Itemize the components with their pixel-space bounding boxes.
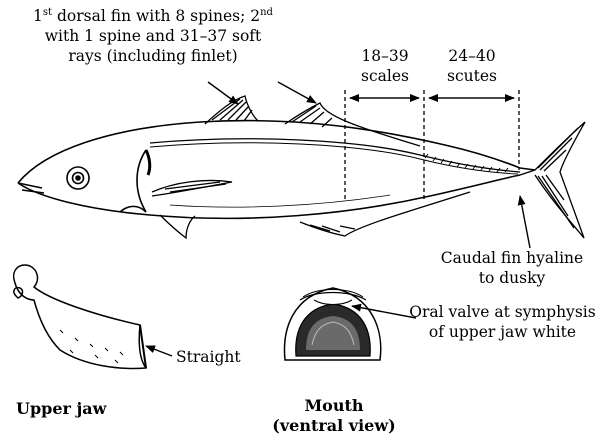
second-dorsal-arrow	[278, 82, 316, 103]
second-dorsal-fin	[285, 103, 420, 146]
caudal-fin-arrow	[520, 196, 530, 248]
dorsal-fin-annotation: 1st dorsal fin with 8 spines; 2nd with 1…	[8, 6, 298, 66]
oral-valve-annotation: Oral valve at symphysis of upper jaw whi…	[406, 302, 599, 342]
pelvic-fin	[160, 215, 195, 238]
mouth-caption: Mouth (ventral view)	[248, 396, 420, 436]
dorsal-annotation-line-1: 1st dorsal fin with 8 spines; 2nd	[8, 6, 298, 26]
scute-count-label: 24–40 scutes	[434, 46, 510, 86]
caudal-fin-annotation: Caudal fin hyaline to dusky	[428, 248, 596, 288]
scale-count-value: 18–39	[350, 46, 420, 66]
caudal-annotation-line-1: Caudal fin hyaline	[428, 248, 596, 268]
upper-jaw-illustration	[14, 265, 146, 369]
mouth-ventral-illustration	[285, 288, 381, 360]
scale-count-text: scales	[350, 66, 420, 86]
caudal-fin	[535, 122, 585, 238]
mouth-caption-line-1: Mouth	[248, 396, 420, 416]
upper-jaw-shape-label: Straight	[176, 347, 241, 367]
caudal-annotation-line-2: to dusky	[428, 268, 596, 288]
upper-jaw-caption: Upper jaw	[16, 399, 106, 419]
dorsal-annotation-line-3: rays (including finlet)	[8, 46, 298, 66]
first-dorsal-arrow	[208, 82, 238, 104]
straight-arrow	[146, 346, 172, 356]
dorsal-annotation-line-2: with 1 spine and 31–37 soft	[8, 26, 298, 46]
scute-count-text: scutes	[434, 66, 510, 86]
oral-valve-line-1: Oral valve at symphysis	[406, 302, 599, 322]
scute-count-value: 24–40	[434, 46, 510, 66]
mouth-caption-line-2: (ventral view)	[248, 416, 420, 436]
pectoral-fin	[152, 180, 232, 196]
anal-fin	[300, 192, 470, 236]
scale-count-bracket	[345, 90, 519, 200]
oral-valve-line-2: of upper jaw white	[406, 322, 599, 342]
scale-count-label: 18–39 scales	[350, 46, 420, 86]
fish-body-illustration	[18, 121, 535, 219]
